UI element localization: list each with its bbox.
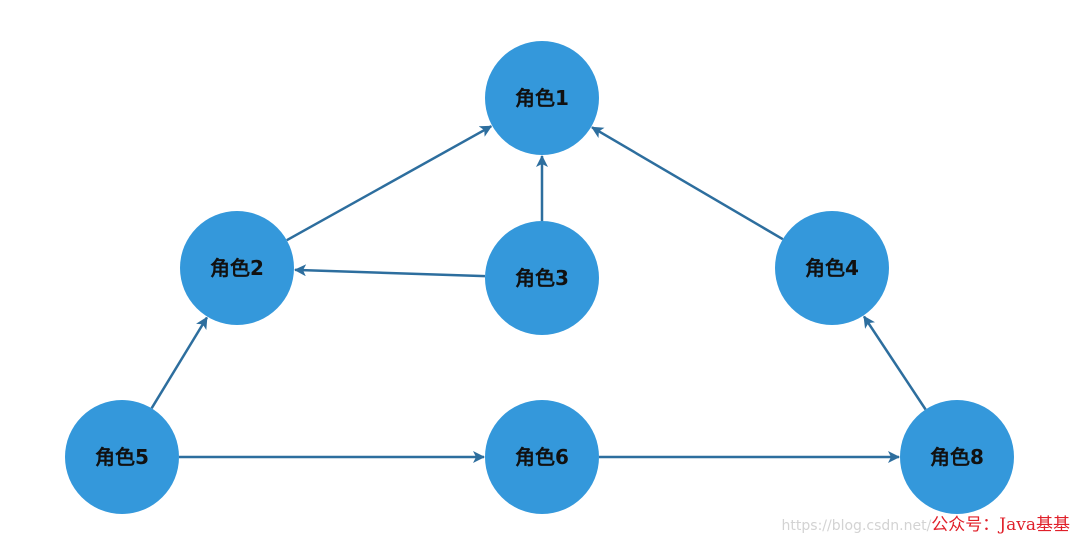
node-n5: 角色5 xyxy=(65,400,179,514)
node-n4: 角色4 xyxy=(775,211,889,325)
node-n3: 角色3 xyxy=(485,221,599,335)
node-circle xyxy=(65,400,179,514)
node-n8: 角色8 xyxy=(900,400,1014,514)
edge-n5-to-n2 xyxy=(150,316,208,409)
node-label: 角色1 xyxy=(515,86,569,110)
edge-n8-to-n4 xyxy=(862,315,927,411)
node-label: 角色4 xyxy=(805,256,859,280)
node-circle xyxy=(485,221,599,335)
watermark-url: https://blog.csdn.net/ xyxy=(781,518,932,534)
node-label: 角色2 xyxy=(210,256,264,280)
node-n6: 角色6 xyxy=(485,400,599,514)
node-n1: 角色1 xyxy=(485,41,599,155)
watermark: https://blog.csdn.net/公众号：Java基基 xyxy=(782,510,1070,535)
node-circle xyxy=(775,211,889,325)
watermark-brand: 公众号：Java基基 xyxy=(931,515,1070,535)
node-label: 角色8 xyxy=(930,445,984,469)
node-label: 角色3 xyxy=(515,266,569,290)
node-circle xyxy=(900,400,1014,514)
edge-n4-to-n1 xyxy=(591,126,784,241)
node-circle xyxy=(485,41,599,155)
edges-layer xyxy=(150,125,927,463)
edge-n2-to-n1 xyxy=(286,125,493,242)
node-circle xyxy=(180,211,294,325)
node-label: 角色5 xyxy=(95,445,149,469)
edge-n3-to-n2 xyxy=(294,264,486,278)
nodes-layer: 角色1 角色2 角色3 角色4 角色5 角色6 角色8 xyxy=(65,41,1014,514)
node-label: 角色6 xyxy=(515,445,569,469)
node-n2: 角色2 xyxy=(180,211,294,325)
node-circle xyxy=(485,400,599,514)
